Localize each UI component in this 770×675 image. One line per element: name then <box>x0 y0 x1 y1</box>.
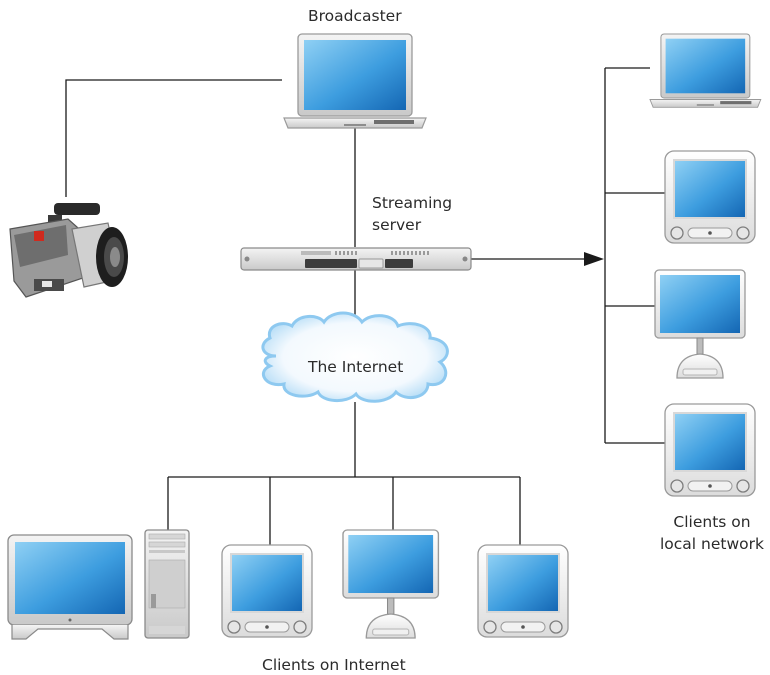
internet-client-imac-g4-icon <box>342 529 440 639</box>
clients-on-internet-label: Clients on Internet <box>262 656 406 674</box>
internet-client-emac-icon <box>477 544 569 638</box>
clients-on-local-network-label: Clients on local network <box>660 512 764 554</box>
local-network-label-line2: local network <box>660 535 764 553</box>
local-client-emac-icon <box>664 403 756 497</box>
internet-label: The Internet <box>308 358 404 376</box>
video-camera-icon <box>9 203 128 298</box>
internet-client-emac-icon <box>221 544 313 638</box>
rack-server-icon <box>240 247 472 271</box>
broadcaster-laptop-icon <box>283 33 427 129</box>
local-network-label-line1: Clients on <box>673 513 751 531</box>
streaming-server-label: Streaming server <box>372 193 452 235</box>
local-client-emac-icon <box>664 150 756 244</box>
local-client-laptop-icon <box>649 33 762 108</box>
arrow-head-icon <box>584 252 604 266</box>
streaming-server-label-line2: server <box>372 216 422 234</box>
connection-lines <box>65 67 665 545</box>
cinema-display-icon <box>7 534 133 640</box>
cloud-icon <box>261 311 449 403</box>
broadcaster-label: Broadcaster <box>308 7 402 25</box>
streaming-server-label-line1: Streaming <box>372 194 453 212</box>
local-client-imac-g4-icon <box>654 269 746 379</box>
tower-pc-icon <box>144 529 190 639</box>
